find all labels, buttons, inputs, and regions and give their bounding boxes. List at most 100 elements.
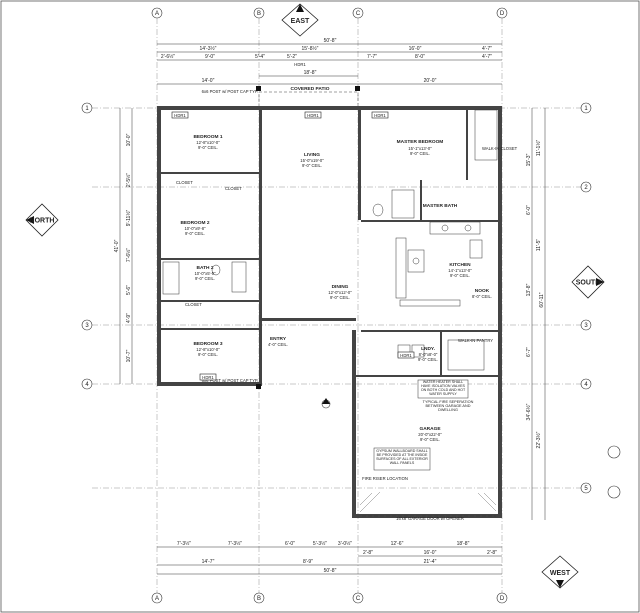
svg-text:12'-0"x12'-0": 12'-0"x12'-0" [328, 290, 352, 295]
svg-text:10'-0"x5'-0": 10'-0"x5'-0" [194, 271, 216, 276]
section-markers [607, 445, 621, 499]
svg-text:HDR1: HDR1 [307, 113, 319, 118]
room-name: BEDROOM 3 [193, 341, 222, 347]
svg-text:34'-6½": 34'-6½" [525, 403, 532, 420]
svg-text:SOUTH: SOUTH [576, 280, 601, 287]
compass-west: WEST [541, 555, 579, 589]
svg-text:9'-0" CEIL.: 9'-0" CEIL. [410, 151, 430, 156]
svg-text:EAST: EAST [291, 18, 310, 25]
svg-text:HDR1: HDR1 [202, 375, 214, 380]
svg-text:14'-7": 14'-7" [202, 559, 215, 565]
svg-text:4'-7": 4'-7" [482, 46, 492, 52]
grid-label: C [356, 11, 361, 17]
svg-text:12'-8"x10'-0": 12'-8"x10'-0" [196, 140, 220, 145]
svg-text:8'-9": 8'-9" [303, 559, 313, 565]
bottom-dimensions: 7'-3½" 7'-3½" 6'-0" 5'-3½" 3'-0½" 12'-6"… [157, 540, 502, 575]
svg-text:12'-8"x10'-0": 12'-8"x10'-0" [196, 347, 220, 352]
master-bath-fixtures [372, 109, 498, 235]
svg-text:WEST: WEST [550, 570, 571, 577]
svg-text:9'-0" CEIL.: 9'-0" CEIL. [185, 231, 205, 236]
svg-text:16'x8' GARAGE DOOR w/ OPENER: 16'x8' GARAGE DOOR w/ OPENER [396, 516, 464, 521]
room-name: KITCHEN [449, 262, 471, 268]
left-dimensions: 41'-0" 10'-0" 2'-5½" 9'-11½" 7'-6½" 5'-6… [114, 108, 133, 384]
svg-text:9'-11½": 9'-11½" [125, 210, 132, 227]
svg-text:9'-0": 9'-0" [205, 54, 215, 60]
svg-text:4'-0" CEIL.: 4'-0" CEIL. [268, 342, 288, 347]
posts [256, 86, 360, 389]
svg-text:5: 5 [584, 486, 588, 492]
svg-text:CLOSET: CLOSET [176, 180, 193, 185]
room-name: BEDROOM 2 [180, 220, 209, 226]
room-labels: BEDROOM 1 12'-8"x10'-0" 9'-0" CEIL. BEDR… [180, 134, 492, 442]
svg-text:5'-6": 5'-6" [126, 285, 132, 295]
grid-bubbles-left: 1 3 4 [81, 102, 93, 390]
room-name: DINING [332, 284, 349, 290]
grid-label: A [155, 596, 159, 602]
svg-text:HDR1: HDR1 [294, 62, 306, 67]
right-dimensions: 60'-11" 11'-1½" 15'-3" 6'-0" 13'-8" 11'-… [525, 108, 546, 520]
room-name: BEDROOM 1 [193, 134, 222, 140]
svg-text:3'-0½": 3'-0½" [338, 540, 352, 547]
top-dimensions: 50'-8" 14'-3½" 15'-8½" 16'-0" 4'-7" 2'-6… [157, 38, 502, 85]
svg-text:14'-1"x13'-0": 14'-1"x13'-0" [448, 268, 472, 273]
svg-text:15'-8½": 15'-8½" [302, 45, 319, 52]
window-headers: HDR1 HDR1 HDR1 HDR1 HDR1 [171, 111, 415, 381]
svg-text:9'-0" CEIL.: 9'-0" CEIL. [198, 352, 218, 357]
svg-text:12'-6": 12'-6" [391, 541, 404, 547]
svg-text:18'-8": 18'-8" [457, 541, 470, 547]
svg-text:5'-3½": 5'-3½" [313, 540, 327, 547]
svg-text:4: 4 [85, 382, 89, 388]
grid-bubbles-top: A B C D [151, 7, 508, 19]
svg-text:4'-7": 4'-7" [482, 54, 492, 60]
notes: WATER HEATER SHALL HAVE ISOLATION VALVES… [362, 379, 474, 521]
room-name: MASTER BATH [423, 203, 458, 209]
grid-bubbles-bottom: A B C D [151, 592, 508, 604]
svg-text:5'-2": 5'-2" [287, 54, 297, 60]
grid-bubbles-right: 1 2 3 4 5 [580, 102, 592, 494]
bath2-fixtures [162, 261, 247, 295]
room-name: LIVING [304, 152, 320, 158]
svg-text:2: 2 [584, 185, 588, 191]
svg-text:10'-0"x9'-8": 10'-0"x9'-8" [184, 226, 206, 231]
closet-labels: CLOSET CLOSET CLOSET WALK-IN CLOSET WALK… [176, 146, 518, 343]
svg-text:50'-8": 50'-8" [324, 568, 337, 574]
interior-walls [161, 110, 498, 385]
svg-text:60'-11": 60'-11" [539, 292, 545, 307]
svg-text:9'-0" CEIL.: 9'-0" CEIL. [418, 357, 438, 362]
fire-separation-note: TYPICAL FIRE SEPERATION BETWEEN GARAGE A… [422, 400, 474, 412]
svg-text:11'-5": 11'-5" [536, 239, 542, 252]
svg-text:15'-1"x13'-0": 15'-1"x13'-0" [408, 146, 432, 151]
svg-text:2'-6½": 2'-6½" [161, 53, 175, 60]
svg-text:15'-0"x19'-0": 15'-0"x19'-0" [300, 158, 324, 163]
svg-text:14'-3½": 14'-3½" [200, 45, 217, 52]
grid-label: D [500, 11, 505, 17]
room-name: MASTER BEDROOM [397, 139, 444, 145]
svg-text:11'-1½": 11'-1½" [535, 140, 542, 157]
grid-label: B [257, 11, 261, 17]
svg-text:NORTH: NORTH [30, 218, 55, 225]
room-name: BATH 2 [197, 265, 214, 271]
svg-text:CLOSET: CLOSET [225, 186, 242, 191]
svg-text:CLOSET: CLOSET [185, 302, 202, 307]
svg-text:9'-0" CEIL.: 9'-0" CEIL. [302, 163, 322, 168]
svg-text:16'-0": 16'-0" [424, 550, 437, 556]
svg-text:15'-3": 15'-3" [526, 153, 532, 166]
room-name: GARAGE [419, 426, 441, 432]
compass-south: SOUTH [571, 265, 605, 299]
svg-text:1: 1 [85, 106, 89, 112]
svg-text:50'-8": 50'-8" [324, 38, 337, 44]
grid-label: D [500, 596, 505, 602]
svg-text:41'-0": 41'-0" [114, 239, 120, 252]
exterior-walls [157, 106, 502, 518]
svg-text:14'-0": 14'-0" [202, 78, 215, 84]
svg-text:6x6 POST w/ POST CAP TYP.: 6x6 POST w/ POST CAP TYP. [202, 378, 259, 383]
svg-text:7'-6½": 7'-6½" [125, 248, 132, 262]
room-name: LNDY. [421, 346, 435, 352]
svg-text:2'-8": 2'-8" [487, 550, 497, 556]
water-heater-note: WATER HEATER SHALL HAVE ISOLATION VALVES… [420, 380, 466, 396]
svg-text:4: 4 [584, 382, 588, 388]
compass-east: EAST [281, 3, 319, 37]
svg-text:HDR1: HDR1 [374, 113, 386, 118]
svg-text:9'-0" CEIL.: 9'-0" CEIL. [198, 145, 218, 150]
